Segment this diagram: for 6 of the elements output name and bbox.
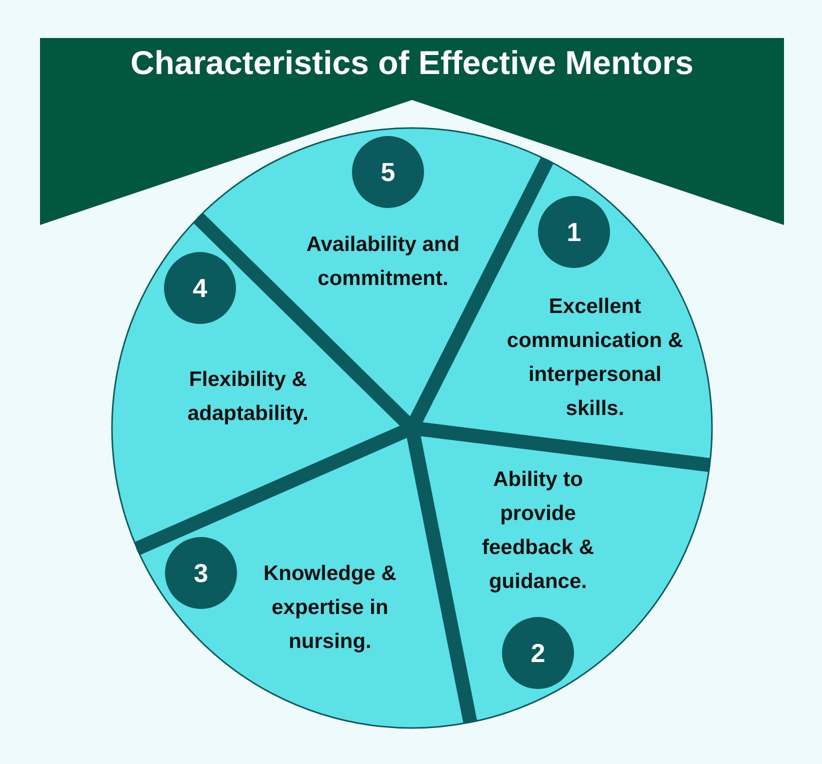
segment-text: Knowledge & expertise in nursing. bbox=[262, 561, 398, 655]
segment-text: Ability to provide feedback & guidance. bbox=[480, 467, 596, 595]
segment-text: Availability and commitment. bbox=[305, 232, 461, 292]
title: Characteristics of Effective Mentors bbox=[129, 44, 694, 82]
segment-text: Flexibility & adaptability. bbox=[186, 366, 310, 427]
segment-text: Excellent communication & interpersonal skills. bbox=[506, 294, 684, 422]
